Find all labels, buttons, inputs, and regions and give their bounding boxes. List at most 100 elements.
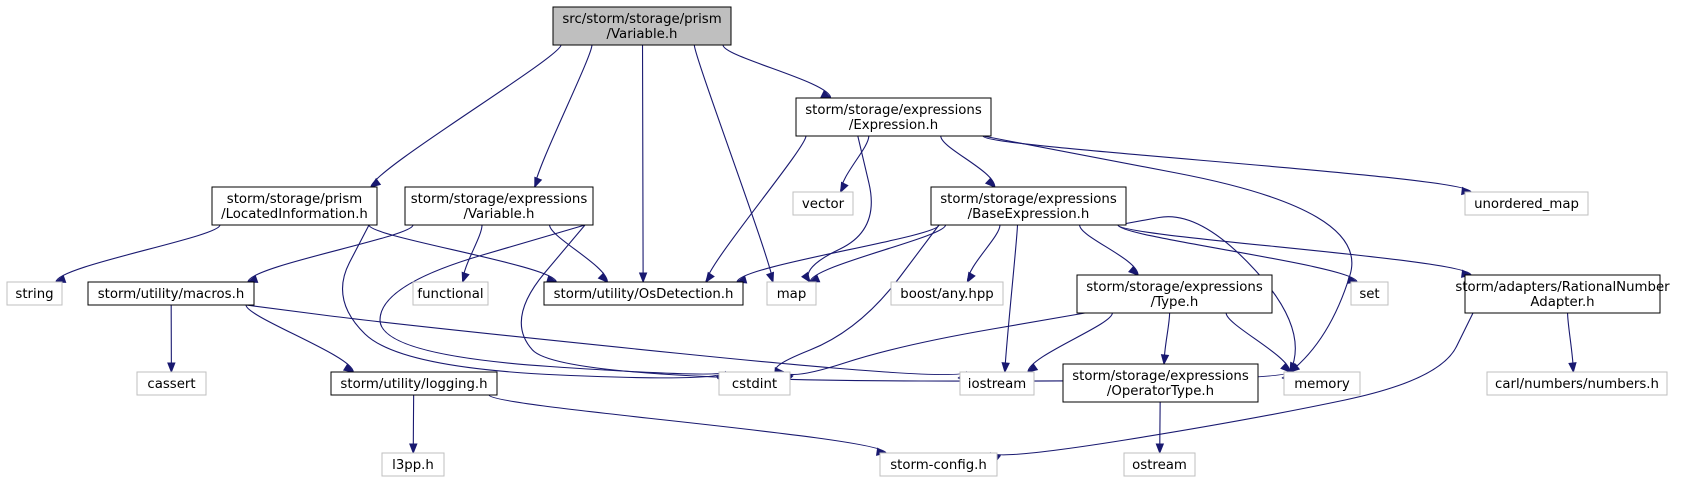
node-string: string (6, 281, 63, 306)
node-label-line: /BaseExpression.h (968, 207, 1090, 222)
arrowhead (167, 362, 176, 374)
node-box (404, 186, 594, 226)
node-functional: functional (412, 281, 489, 306)
edge-root-to-osdet (638, 44, 648, 284)
node-box (766, 281, 817, 306)
edge-expr-to-memory (982, 135, 1353, 373)
node-set: set (1350, 281, 1389, 306)
edges-layer (54, 44, 1577, 463)
edge-baseexpr-to-memory (1117, 216, 1298, 374)
node-label-line: storm/storage/expressions (411, 192, 588, 207)
edge-baseexpr-to-map (808, 224, 947, 283)
node-label-line: storm/adapters/RationalNumber (1455, 280, 1670, 295)
arrowhead (534, 176, 543, 189)
node-label-line: storm/storage/expressions (940, 192, 1117, 207)
node-label-line: memory (1294, 377, 1350, 392)
edge-exprvar-to-functional (461, 224, 483, 284)
node-box (1062, 363, 1259, 403)
edge-expr-to-baseexpr (940, 135, 996, 188)
edge-type-to-iostream (1026, 312, 1113, 373)
node-ostream: ostream (1123, 452, 1196, 477)
node-box (1123, 452, 1196, 477)
node-label-line: cassert (147, 377, 195, 392)
edge-macros-to-logging (245, 304, 355, 373)
node-label-line: ostream (1132, 458, 1187, 473)
edge-type-to-cstdint (783, 312, 1086, 382)
node-label-line: storm/utility/macros.h (98, 287, 245, 302)
node-locinfo[interactable]: storm/storage/prism/LocatedInformation.h (211, 186, 378, 226)
node-box (718, 371, 791, 396)
node-label-line: Adapter.h (1530, 295, 1594, 310)
node-cassert: cassert (136, 371, 207, 396)
node-box (543, 281, 744, 306)
node-osdet[interactable]: storm/utility/OsDetection.h (543, 281, 744, 306)
edge-type-to-memory (1225, 312, 1292, 373)
node-label-line: /Expression.h (849, 118, 938, 133)
node-iostream: iostream (959, 371, 1035, 396)
node-box (879, 452, 998, 477)
arrowhead (966, 271, 976, 284)
node-l3pp: l3pp.h (381, 452, 445, 477)
node-logging[interactable]: storm/utility/logging.h (330, 371, 498, 396)
arrowhead (638, 272, 648, 284)
node-label-line: /OperatorType.h (1107, 384, 1214, 399)
edge-exprvar-to-osdet (549, 224, 609, 283)
node-label-line: iostream (968, 377, 1026, 392)
node-box (381, 452, 445, 477)
arrowhead (461, 271, 470, 284)
edge-macros-to-cassert (167, 304, 176, 374)
node-box (795, 97, 992, 137)
edge-logging-to-stormconfig (488, 394, 888, 456)
node-cstdint: cstdint (718, 371, 791, 396)
arrowhead (840, 181, 849, 194)
arrowhead (342, 363, 355, 373)
node-box (6, 281, 63, 306)
node-label-line: unordered_map (1474, 197, 1579, 212)
edge-expr-to-unordered_map (982, 135, 1473, 196)
arrowhead (1026, 363, 1039, 373)
node-box (1350, 281, 1389, 306)
node-box (1283, 371, 1361, 396)
node-label-line: set (1359, 287, 1379, 302)
nodes-layer: src/storm/storage/prism/Variable.h storm/… (6, 6, 1670, 477)
arrowhead (369, 177, 382, 188)
node-carl: carl/numbers/numbers.h (1486, 371, 1668, 396)
node-expr[interactable]: storm/storage/expressions/Expression.h (795, 97, 992, 137)
node-box (792, 191, 854, 216)
node-optype[interactable]: storm/storage/expressions/OperatorType.h (1062, 363, 1259, 403)
node-label-line: storm/storage/prism (227, 192, 362, 207)
edge-root-to-exprvar (534, 44, 593, 189)
edge-expr-to-vector (840, 135, 870, 194)
node-type[interactable]: storm/storage/expressions/Type.h (1076, 274, 1273, 314)
arrowhead (1155, 443, 1165, 455)
node-label-line: l3pp.h (392, 458, 434, 473)
node-box (930, 186, 1127, 226)
node-label-line: storm/storage/expressions (805, 103, 982, 118)
edge-root-to-map (693, 44, 775, 284)
node-label-line: storm/utility/logging.h (340, 377, 487, 392)
node-box (136, 371, 207, 396)
node-stormconfig: storm-config.h (879, 452, 998, 477)
node-exprvar[interactable]: storm/storage/expressions/Variable.h (404, 186, 594, 226)
edge-expr-to-map (801, 135, 872, 284)
node-macros[interactable]: storm/utility/macros.h (87, 281, 255, 306)
node-label-line: /Variable.h (464, 207, 535, 222)
node-unordered_map: unordered_map (1464, 191, 1589, 216)
node-map: map (766, 281, 817, 306)
node-box (1486, 371, 1668, 396)
arrowhead (801, 271, 811, 284)
node-baseexpr[interactable]: storm/storage/expressions/BaseExpression… (930, 186, 1127, 226)
edge-locinfo-to-string (54, 224, 221, 283)
arrowhead (1280, 362, 1292, 373)
edge-baseexpr-to-boostany (966, 224, 1001, 284)
arrowhead (1160, 354, 1170, 366)
node-label-line: storm/storage/expressions (1086, 280, 1263, 295)
node-box (959, 371, 1035, 396)
node-memory: memory (1283, 371, 1361, 396)
node-root: src/storm/storage/prism/Variable.h (552, 6, 732, 46)
arrowhead (1001, 362, 1010, 374)
node-box (1464, 191, 1589, 216)
edge-optype-to-ostream (1155, 401, 1165, 455)
